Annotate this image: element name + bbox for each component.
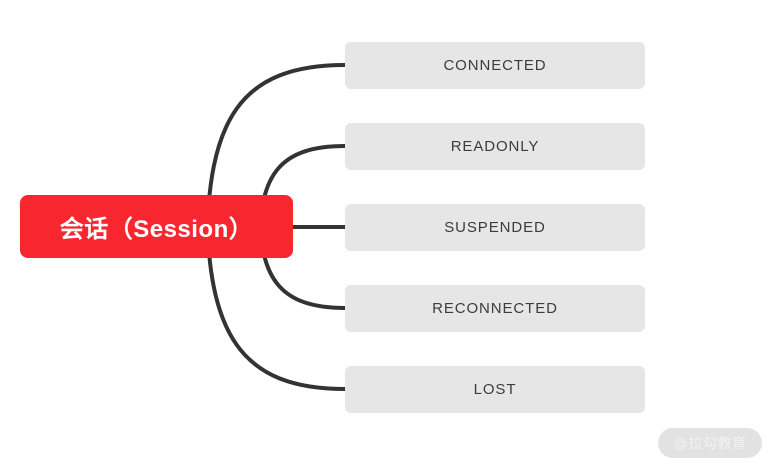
root-node-label: 会话（Session） (59, 216, 254, 243)
leaf-node-label: RECONNECTED (432, 300, 558, 317)
leaf-node-label: SUSPENDED (444, 219, 546, 236)
leaf-node-readonly[interactable]: READONLY (345, 123, 645, 170)
watermark-text: @拉勾教育 (673, 435, 747, 451)
leaf-node-reconnected[interactable]: RECONNECTED (345, 285, 645, 332)
watermark-badge: @拉勾教育 (658, 428, 762, 458)
root-node-session[interactable]: 会话（Session） (20, 195, 293, 258)
leaf-node-label: LOST (473, 381, 517, 398)
leaf-node-lost[interactable]: LOST (345, 366, 645, 413)
leaf-node-suspended[interactable]: SUSPENDED (345, 204, 645, 251)
leaf-node-label: CONNECTED (443, 57, 547, 74)
leaf-node-label: READONLY (450, 138, 540, 155)
leaf-node-connected[interactable]: CONNECTED (345, 42, 645, 89)
